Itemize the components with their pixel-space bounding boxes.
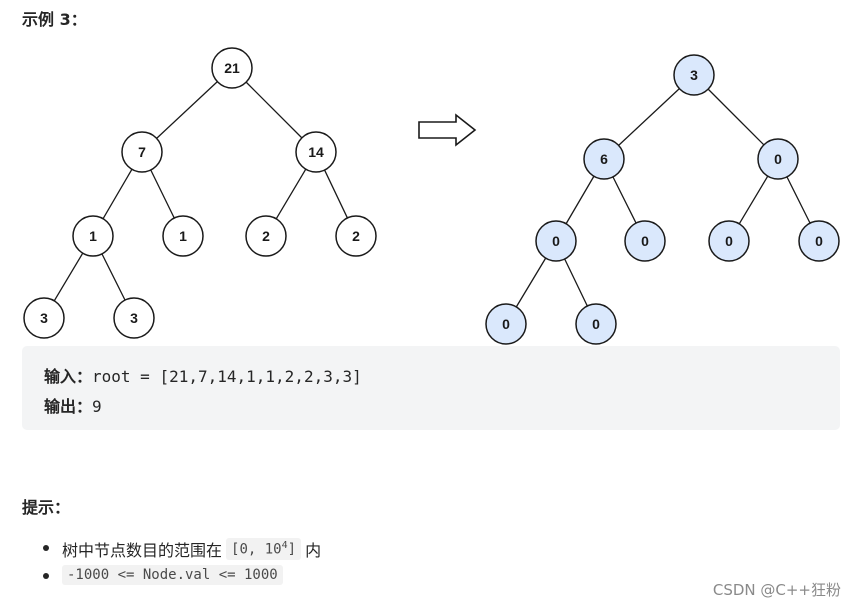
tree-before-node-value: 3 bbox=[40, 310, 48, 326]
tree-after-node-circle bbox=[708, 220, 750, 262]
tree-before-node-value: 1 bbox=[89, 228, 97, 244]
tree-before-node: 1 bbox=[162, 215, 204, 257]
output-line: 输出：9 bbox=[44, 393, 102, 417]
tree-before-node-circle bbox=[23, 297, 65, 339]
range-exponent: 4 bbox=[281, 540, 288, 552]
input-value: root = [21,7,14,1,1,2,2,3,3] bbox=[92, 367, 362, 386]
hint-item-node-count: 树中节点数目的范围在 [0, 104] 内 bbox=[43, 537, 322, 561]
tree-before-node: 1 bbox=[72, 215, 114, 257]
tree-after-node: 6 bbox=[583, 138, 625, 180]
tree-after-node-circle bbox=[535, 220, 577, 262]
hint-suffix: 内 bbox=[305, 541, 322, 560]
tree-after-node-circle bbox=[575, 303, 617, 345]
tree-after-edges bbox=[515, 88, 811, 308]
output-label: 输出： bbox=[44, 397, 93, 416]
tree-after-node-value: 0 bbox=[641, 233, 649, 249]
range-end: ] bbox=[287, 541, 297, 558]
tree-before-node: 7 bbox=[121, 131, 163, 173]
input-label: 输入： bbox=[44, 367, 93, 386]
tree-before-node-circle bbox=[335, 215, 377, 257]
tree-after-edge bbox=[515, 257, 547, 308]
tree-after-node: 0 bbox=[535, 220, 577, 262]
tree-after-node-circle bbox=[624, 220, 666, 262]
tree-after-node: 0 bbox=[798, 220, 840, 262]
tree-before-node: 2 bbox=[335, 215, 377, 257]
tree-after-node-circle bbox=[583, 138, 625, 180]
tree-before-edge bbox=[324, 169, 348, 219]
tree-after-edge bbox=[738, 175, 769, 225]
tree-after-node-circle bbox=[673, 54, 715, 96]
tree-after-node: 3 bbox=[673, 54, 715, 96]
tree-before-node-circle bbox=[162, 215, 204, 257]
tree-before-edge bbox=[102, 168, 133, 220]
tree-before-edge bbox=[150, 169, 175, 219]
tree-before-node-value: 2 bbox=[262, 228, 270, 244]
tree-after-node-value: 0 bbox=[725, 233, 733, 249]
tree-before-node-value: 21 bbox=[224, 60, 240, 76]
tree-after-node-value: 0 bbox=[774, 151, 782, 167]
tree-after-node-value: 3 bbox=[690, 67, 698, 83]
tree-after-edge bbox=[786, 176, 811, 224]
tree-after-edge bbox=[564, 258, 588, 307]
tree-before-edge bbox=[101, 253, 126, 301]
tree-after-edge bbox=[565, 175, 595, 225]
bullet-icon bbox=[43, 545, 49, 551]
tree-after-node: 0 bbox=[575, 303, 617, 345]
tree-before-node-circle bbox=[72, 215, 114, 257]
tree-before-node: 21 bbox=[211, 47, 253, 89]
tree-after-node: 0 bbox=[708, 220, 750, 262]
tree-before-edge bbox=[245, 81, 303, 139]
tree-before-node-value: 1 bbox=[179, 228, 187, 244]
tree-after-node-circle bbox=[485, 303, 527, 345]
tree-before-node-circle bbox=[295, 131, 337, 173]
transform-arrow-icon bbox=[418, 113, 477, 147]
tree-after-node-circle bbox=[757, 138, 799, 180]
tree-after-edge bbox=[707, 88, 765, 146]
tree-before-node: 2 bbox=[245, 215, 287, 257]
tree-diagrams: 21 7 14 1 1 2 2 3 3 3 6 0 0 0 0 0 0 0 bbox=[23, 47, 840, 345]
tree-before-edges bbox=[53, 81, 348, 302]
tree-before-node-value: 14 bbox=[308, 144, 324, 160]
tree-after-node: 0 bbox=[757, 138, 799, 180]
tree-before-nodes: 21 7 14 1 1 2 2 3 3 bbox=[23, 47, 377, 339]
tree-before-node: 3 bbox=[113, 297, 155, 339]
range-base: [0, 10 bbox=[231, 541, 282, 558]
tree-after-node-value: 0 bbox=[815, 233, 823, 249]
tree-before-edge bbox=[53, 252, 84, 302]
input-line: 输入：root = [21,7,14,1,1,2,2,3,3] bbox=[44, 363, 362, 387]
watermark: CSDN @C++狂粉 bbox=[712, 581, 841, 599]
tree-after-node: 0 bbox=[624, 220, 666, 262]
tree-before-edge bbox=[275, 168, 307, 220]
bullet-icon bbox=[43, 573, 49, 579]
tree-before-node-circle bbox=[121, 131, 163, 173]
tree-after-edge bbox=[618, 88, 680, 146]
tree-after-edge bbox=[612, 176, 637, 224]
tree-after-node: 0 bbox=[485, 303, 527, 345]
example-code-block: 输入：root = [21,7,14,1,1,2,2,3,3] 输出：9 bbox=[22, 346, 840, 430]
tree-after-node-value: 0 bbox=[592, 316, 600, 332]
tree-before-node: 14 bbox=[295, 131, 337, 173]
hint-item-value-range: -1000 <= Node.val <= 1000 bbox=[43, 565, 287, 585]
tree-before-node-value: 2 bbox=[352, 228, 360, 244]
example-title: 示例 3： bbox=[22, 10, 87, 29]
output-value: 9 bbox=[92, 397, 102, 416]
tree-before-edge bbox=[156, 81, 218, 139]
hint-code-range: [0, 104] bbox=[226, 538, 302, 560]
tree-after-node-value: 6 bbox=[600, 151, 608, 167]
hint-text: 树中节点数目的范围在 bbox=[62, 541, 223, 560]
tree-after-node-circle bbox=[798, 220, 840, 262]
hint-code-value-range: -1000 <= Node.val <= 1000 bbox=[62, 565, 283, 585]
tree-before-node-circle bbox=[245, 215, 287, 257]
hints-title: 提示： bbox=[22, 498, 71, 517]
tree-before-node-circle bbox=[113, 297, 155, 339]
tree-before-node-value: 3 bbox=[130, 310, 138, 326]
tree-after-node-value: 0 bbox=[502, 316, 510, 332]
tree-before-node: 3 bbox=[23, 297, 65, 339]
tree-before-node-value: 7 bbox=[138, 144, 146, 160]
tree-after-node-value: 0 bbox=[552, 233, 560, 249]
tree-before-node-circle bbox=[211, 47, 253, 89]
tree-after-nodes: 3 6 0 0 0 0 0 0 0 bbox=[485, 54, 840, 345]
